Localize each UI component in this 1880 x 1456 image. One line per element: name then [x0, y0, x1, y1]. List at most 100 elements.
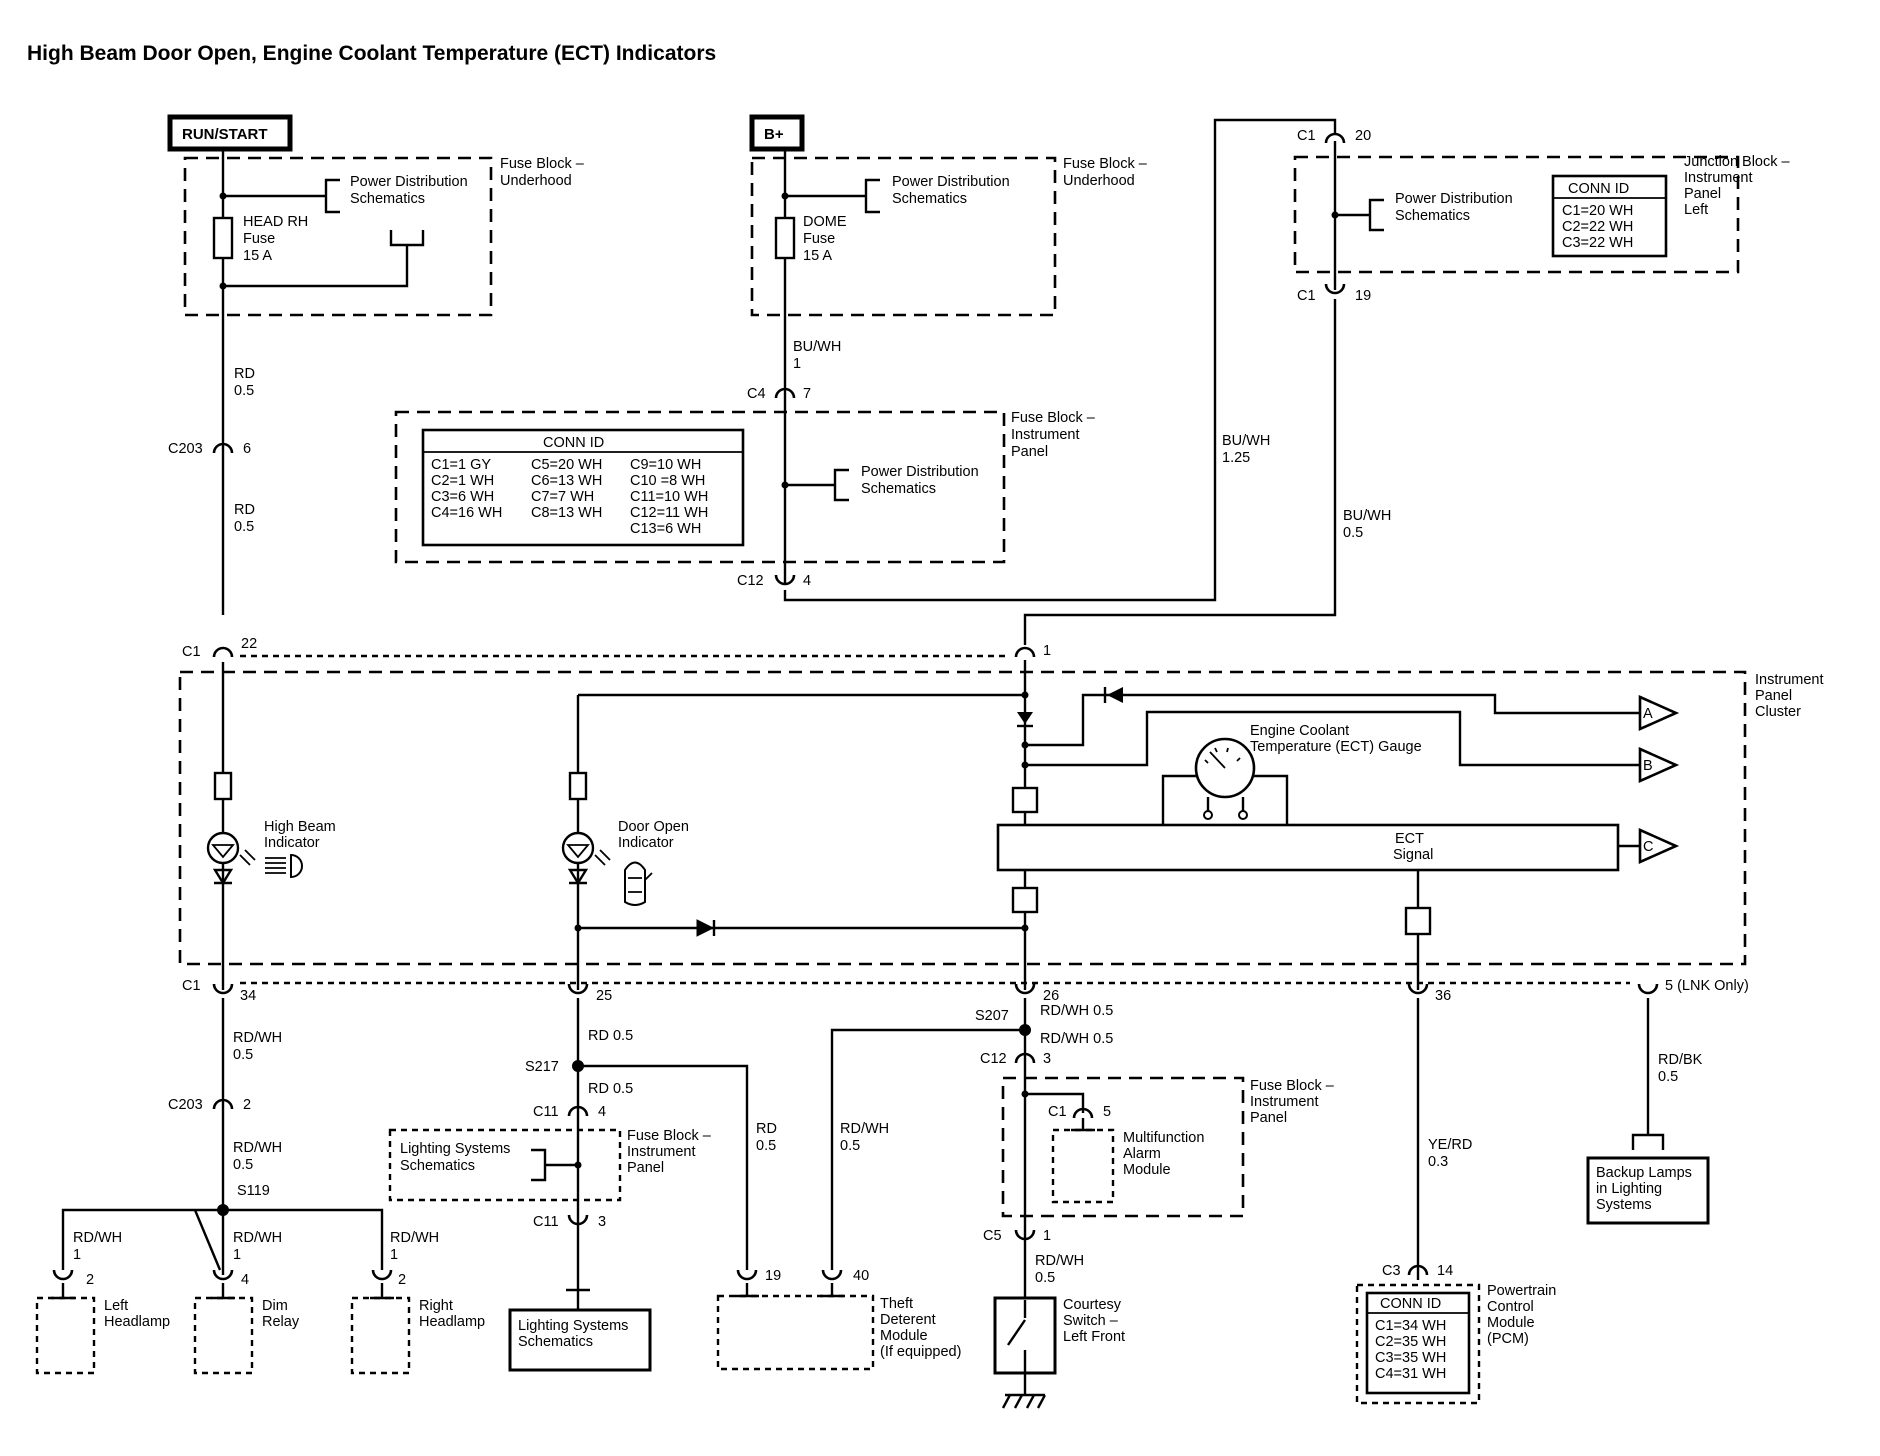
conn-id-table-fbip [421, 428, 745, 547]
conn-fbip-c9: C9=10 WH [630, 457, 701, 473]
wire-rdwh-courtesy: RD/WH [1035, 1253, 1084, 1269]
power-dist-4-label-1: Power Distribution [1395, 191, 1513, 207]
wire-buwh-125-size: 1.25 [1222, 450, 1250, 466]
power-dist-3-label-2: Schematics [861, 481, 936, 497]
conn-fbip-c3: C3=6 WH [431, 489, 494, 505]
ipc-c1-label: C1 [182, 644, 201, 660]
wire-rd-2-size: 0.5 [234, 519, 254, 535]
theft-deterrent-module: Theft Deterent Module (If equipped) [716, 1283, 961, 1371]
conn-fbip-c5: C5=20 WH [531, 457, 602, 473]
conn-fbip-c11: C11=10 WH [630, 489, 708, 505]
dome-fuse-label-1: DOME [803, 214, 847, 230]
head-rh-fuse-label-1: HEAD RH [243, 214, 308, 230]
fuse-block-underhood-left: Fuse Block – Underhood Power Distributio… [183, 149, 585, 615]
pcm-label-1: Powertrain [1487, 1283, 1556, 1299]
conn-pcm-c3: C3=35 WH [1375, 1350, 1446, 1366]
right-headlamp: Right Headlamp [350, 1283, 485, 1375]
ect-gauge-label-2: Temperature (ECT) Gauge [1250, 739, 1422, 755]
jb-label-3: Panel [1684, 186, 1721, 202]
dim-relay: Dim Relay [193, 1283, 300, 1375]
c5-label: C5 [983, 1228, 1002, 1244]
wire-rdwh-courtesy-size: 0.5 [1035, 1270, 1055, 1286]
dim-pin: 4 [241, 1272, 249, 1288]
wire-rdwh05-2: RD/WH 0.5 [1040, 1031, 1113, 1047]
power-dist-1-label-1: Power Distribution [350, 174, 468, 190]
power-dist-1-label-2: Schematics [350, 191, 425, 207]
pin-25: 25 [596, 988, 612, 1004]
mam-c1-label: C1 [1048, 1104, 1067, 1120]
offpage-a-label: A [1643, 706, 1653, 722]
diagram-title: High Beam Door Open, Engine Coolant Temp… [27, 42, 716, 65]
door-open-bulb [561, 831, 595, 865]
wire-buwh-05: BU/WH [1343, 508, 1391, 524]
conn-fbip-c1: C1=1 GY [431, 457, 491, 473]
fuse-block-underhood-bplus: Fuse Block – Underhood Power Distributio… [750, 149, 1148, 585]
ipc-pin1: 1 [1043, 643, 1051, 659]
conn-fbip-c10: C10 =8 WH [630, 473, 705, 489]
fb-ip-lower-label-1: Fuse Block – [627, 1128, 712, 1144]
c12-lower-pin: 3 [1043, 1051, 1051, 1067]
fb-ip-mid-label-2: Instrument [1250, 1094, 1319, 1110]
courtesy-label-3: Left Front [1063, 1329, 1125, 1345]
wire-buwh-05-size: 0.5 [1343, 525, 1363, 541]
conn-id-fbip-header: CONN ID [543, 435, 604, 451]
pin-34: 34 [240, 988, 256, 1004]
offpage-b-label: B [1643, 758, 1653, 774]
conn-id-table-jb [1551, 174, 1668, 258]
instrument-panel-cluster: C1 22 1 Instrument Panel Cluster High Be… [178, 636, 1824, 990]
fb-ip-lower-label-3: Panel [627, 1160, 664, 1176]
junction-block-ip-left: C1 20 Junction Block – Instrument Panel … [1293, 128, 1791, 304]
fb-ip-label-3: Panel [1011, 444, 1048, 460]
jb-c1-bot-pin: 19 [1355, 288, 1371, 304]
courtesy-switch: Courtesy Switch – Left Front [993, 1296, 1125, 1409]
s207-label: S207 [975, 1008, 1009, 1024]
wire-buwh-1-size: 1 [793, 356, 801, 372]
high-beam-bulb [206, 831, 240, 865]
mam-label-1: Multifunction [1123, 1130, 1204, 1146]
offpage-b: B [1638, 746, 1680, 784]
fb-ip-label-2: Instrument [1011, 427, 1080, 443]
right-headlamp-label-1: Right [419, 1298, 453, 1314]
fuse-block-ip-upper: Fuse Block – Instrument Panel Power Dist… [394, 410, 1096, 564]
offpage-c: C [1638, 827, 1680, 865]
rh-pin: 2 [398, 1272, 406, 1288]
pcm-c3-pin: 14 [1437, 1263, 1453, 1279]
conn-fbip-c4: C4=16 WH [431, 505, 502, 521]
jb-label-2: Instrument [1684, 170, 1753, 186]
mam-label-3: Module [1123, 1162, 1171, 1178]
theft-label-3: Module [880, 1328, 928, 1344]
lighting-systems-schematics: Lighting Systems Schematics [508, 1290, 652, 1372]
wire-yerd: YE/RD [1428, 1137, 1472, 1153]
head-rh-fuse-label-2: Fuse [243, 231, 275, 247]
left-headlamp-label-2: Headlamp [104, 1314, 170, 1330]
wire-rdwh-lh-size: 1 [73, 1247, 81, 1263]
ipc-label-2: Panel [1755, 688, 1792, 704]
powertrain-control-module: CONN ID C1=34 WH C2=35 WH C3=35 WH C4=31… [1355, 1283, 1556, 1405]
high-beam-label-2: Indicator [264, 835, 320, 851]
wire-rdwh-theft: RD/WH [840, 1121, 889, 1137]
fb-underhood-label-2: Underhood [500, 173, 572, 189]
multifunction-alarm-module-box [1051, 1128, 1115, 1204]
wire-rd-theft-size: 0.5 [756, 1138, 776, 1154]
theft-label-4: (If equipped) [880, 1344, 961, 1360]
mam-c1-pin: 5 [1103, 1104, 1111, 1120]
fb-ip-lower-label-2: Instrument [627, 1144, 696, 1160]
conn-id-jb-header: CONN ID [1568, 181, 1629, 197]
ect-gauge-label-1: Engine Coolant [1250, 723, 1349, 739]
fb-underhood-label-1: Fuse Block – [500, 156, 585, 172]
ipc-c1-pin22: 22 [241, 636, 257, 652]
run-start-source: RUN/START [167, 114, 293, 152]
wire-rd-theft: RD [756, 1121, 777, 1137]
fb-ip-mid-label-1: Fuse Block – [1250, 1078, 1335, 1094]
offpage-a: A [1638, 694, 1680, 732]
jb-label-1: Junction Block – [1684, 154, 1791, 170]
lh-pin: 2 [86, 1272, 94, 1288]
conn-jb-c2: C2=22 WH [1562, 219, 1633, 235]
c5-pin: 1 [1043, 1228, 1051, 1244]
jb-label-4: Left [1684, 202, 1708, 218]
conn-jb-c3: C3=22 WH [1562, 235, 1633, 251]
conn-fbip-c12: C12=11 WH [630, 505, 708, 521]
conn-fbip-c2: C2=1 WH [431, 473, 494, 489]
conn-pcm-c1: C1=34 WH [1375, 1318, 1446, 1334]
conn-fbip-c6: C6=13 WH [531, 473, 602, 489]
